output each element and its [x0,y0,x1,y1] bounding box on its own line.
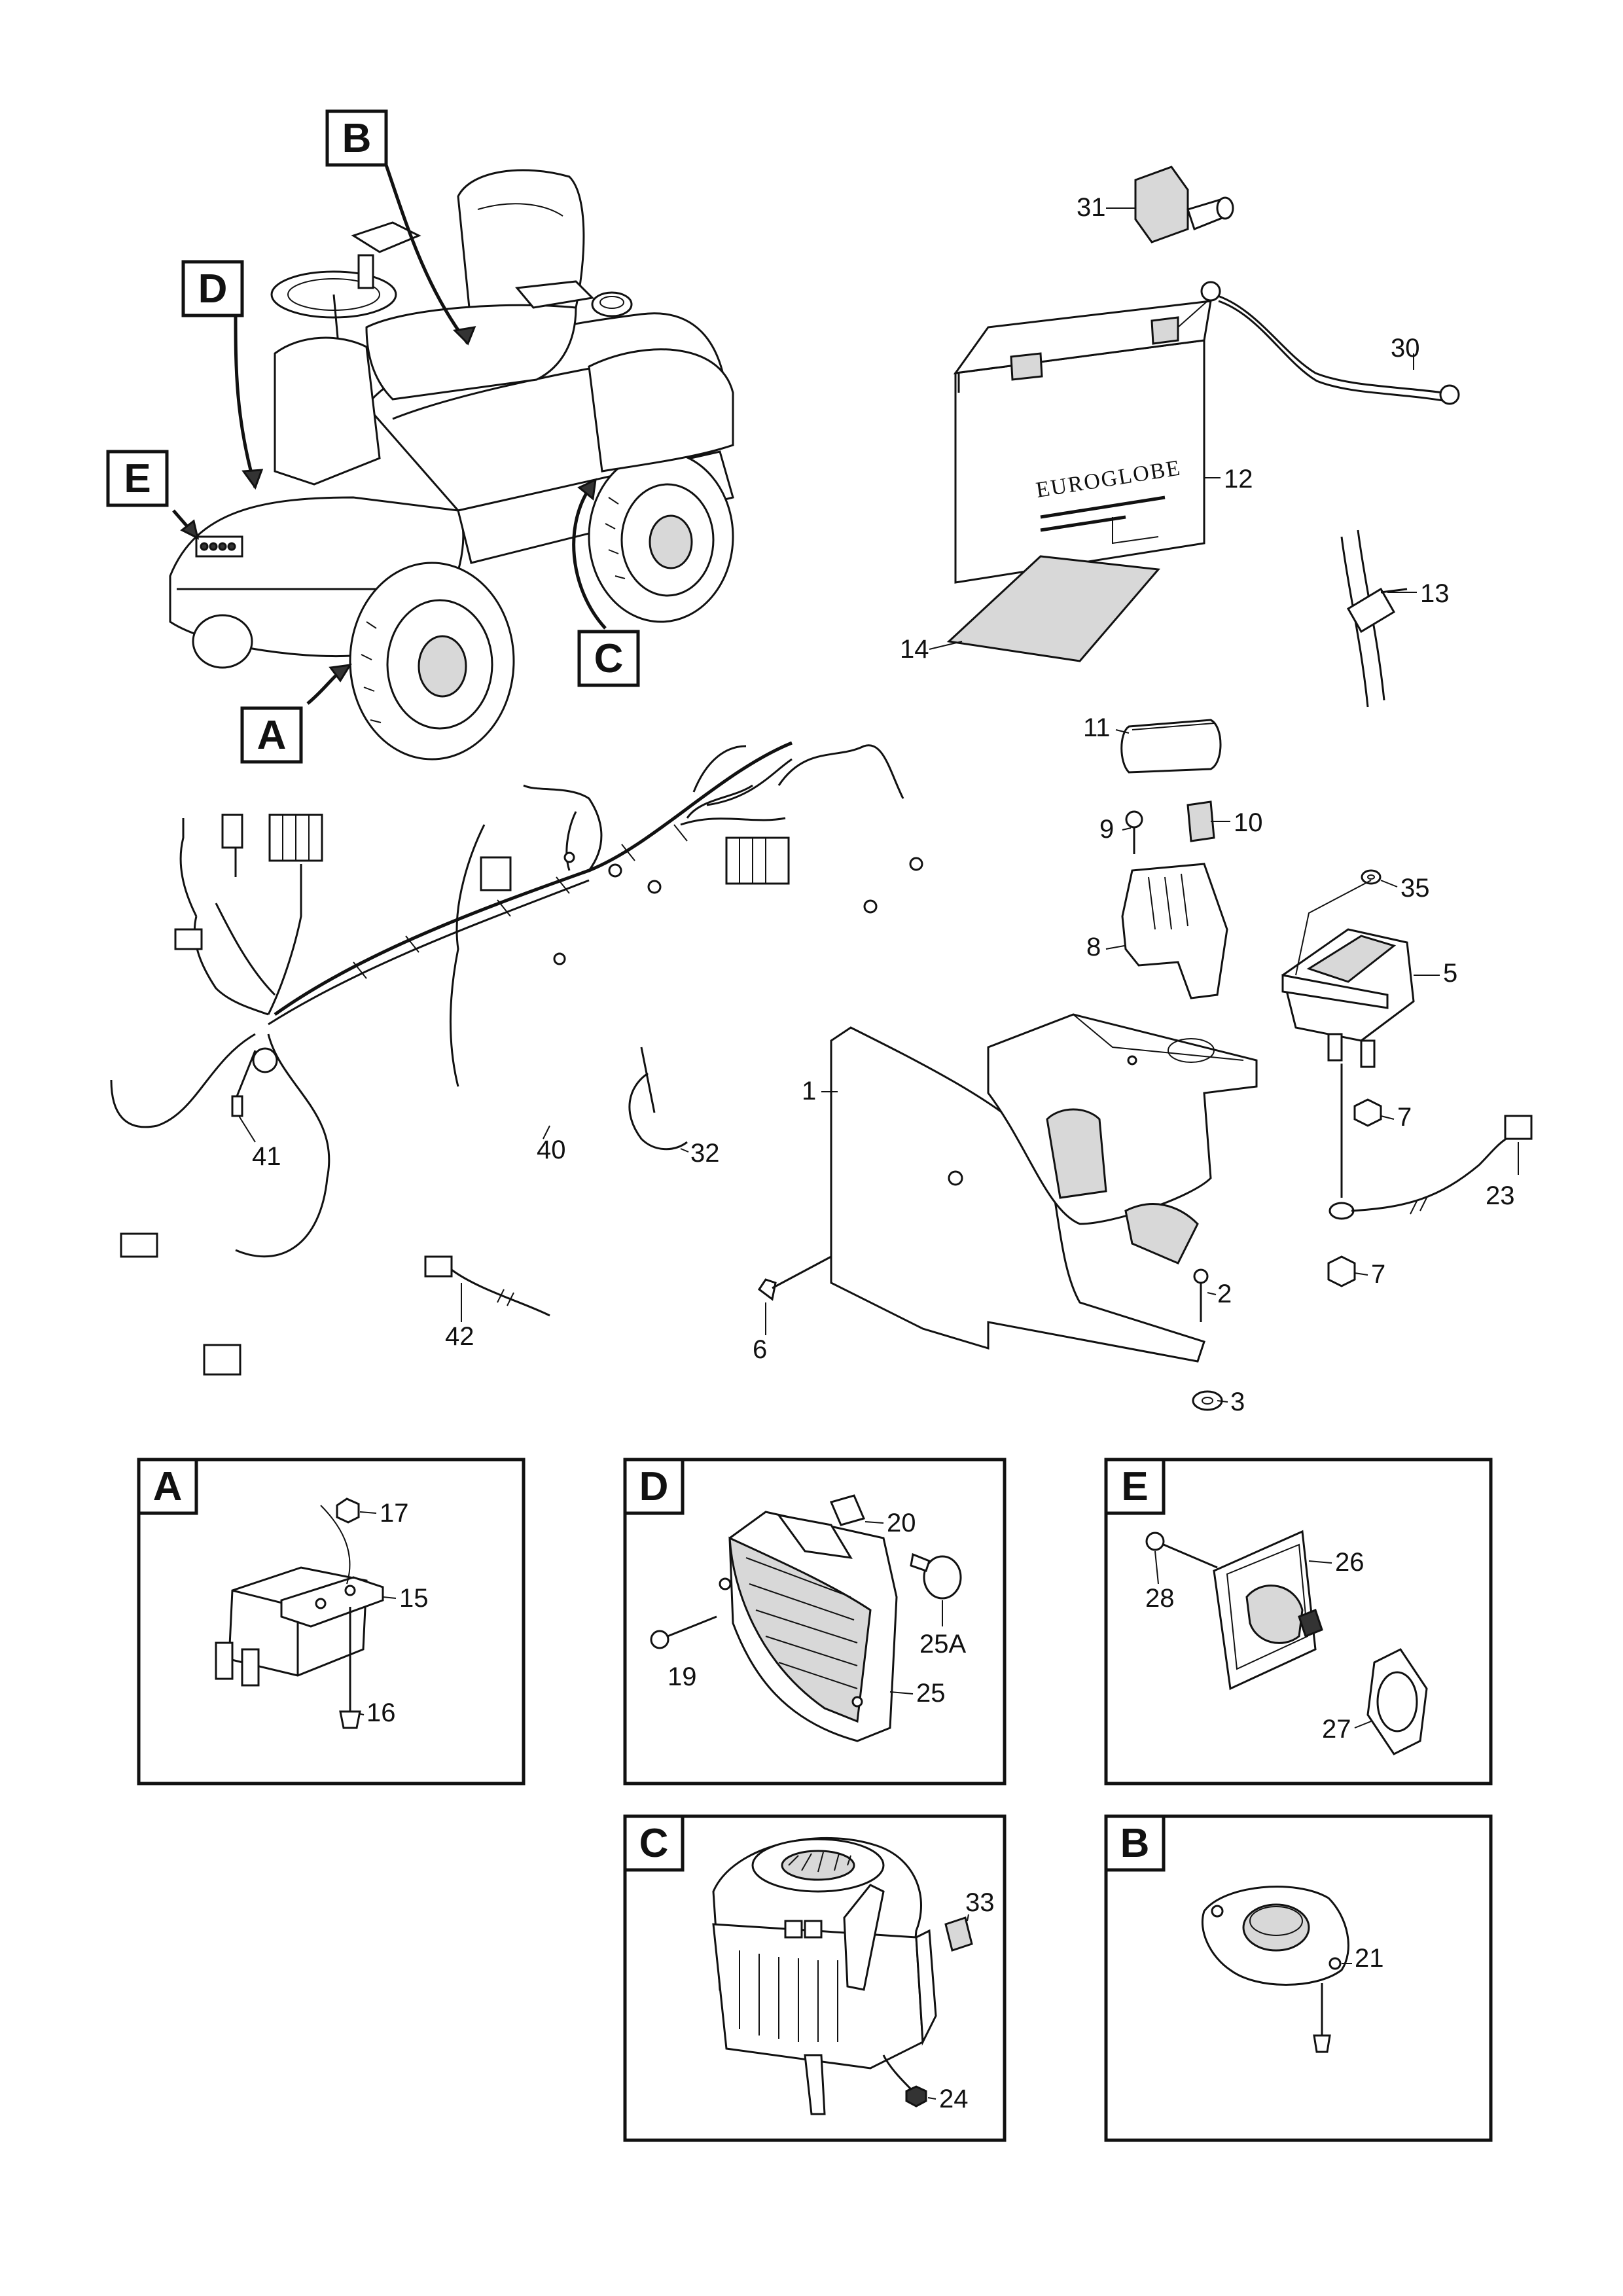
headlight-25 [719,1511,898,1742]
fuse-cover-11 [1120,719,1222,774]
cable-tie-32 [628,1047,688,1151]
part-label-25: 25 [916,1679,946,1708]
part-label-28: 28 [1145,1584,1175,1613]
part-label-9: 9 [1099,815,1114,844]
part-label-1: 1 [802,1077,816,1105]
part-label-15: 15 [399,1584,429,1613]
callout-box-a: A [240,706,303,764]
part-label-14: 14 [900,635,929,664]
screw-9 [1125,810,1143,854]
part-label-13: 13 [1420,579,1450,608]
battery-12: EUROGLOBE [953,300,1212,584]
relay-15 [215,1505,384,1687]
screw-28 [1145,1532,1218,1569]
detail-panel-label-a: A [153,1464,183,1509]
wiring-harness-40 [110,741,923,1376]
nut-7-lower [1327,1255,1356,1287]
wire-extension-41 [231,1047,278,1117]
part-label-17: 17 [380,1499,409,1528]
part-number-labels: 31 30 12 13 14 11 9 10 35 8 5 1 7 23 2 7… [252,193,1515,1416]
part-label-32: 32 [690,1139,720,1168]
part-label-21: 21 [1355,1944,1384,1973]
detail-panel-label-b: B [1120,1821,1150,1866]
battery-connector-31 [1134,166,1234,243]
callout-box-d: D [181,260,244,317]
detail-panel-e: E 26 28 27 [1104,1458,1493,1785]
nut-24 [905,2085,927,2108]
detail-panel-a: A 17 15 16 [137,1458,526,1785]
screw-19 [650,1615,717,1649]
fuse-10 [1186,800,1215,842]
part-label-10: 10 [1234,808,1263,837]
part-label-23: 23 [1486,1181,1515,1210]
battery-pad-14 [946,555,1160,662]
part-label-7-lower: 7 [1371,1260,1385,1289]
part-label-25a: 25A [919,1630,966,1659]
part-label-6: 6 [753,1335,767,1364]
callout-label-c: C [594,636,624,681]
clip-20 [829,1494,866,1526]
relay-5 [1281,880,1415,1068]
detail-panel-c: C 33 24 [623,1814,1007,2142]
detail-panel-label-c: C [639,1821,669,1866]
ground-cable-23 [1329,1064,1533,1220]
callout-label-d: D [198,266,228,312]
nut-17 [336,1498,360,1524]
screw-2 [1193,1268,1209,1322]
callout-box-b: B [325,109,388,167]
part-label-8: 8 [1086,933,1101,961]
part-label-31: 31 [1077,193,1106,222]
part-label-20: 20 [887,1509,916,1537]
leader-lines [238,207,1519,1403]
ride-on-mower-illustration [169,169,734,761]
part-label-40: 40 [537,1136,566,1164]
callout-box-c: C [577,630,640,687]
screw-16 [339,1607,361,1729]
screw-6 [757,1255,832,1301]
detail-panel-label-e: E [1121,1464,1148,1509]
detail-panel-label-d: D [639,1464,669,1509]
callout-box-e: E [106,450,169,507]
part-label-27: 27 [1322,1715,1351,1744]
part-label-19: 19 [668,1662,697,1691]
connector-33 [944,1916,973,1952]
callout-label-b: B [342,116,372,161]
bulb-25a [910,1552,962,1600]
part-label-42: 42 [445,1322,474,1351]
engine-illustration [712,1837,937,2115]
part-label-33: 33 [965,1888,995,1917]
part-label-12: 12 [1224,465,1253,493]
gasket-27 [1366,1648,1428,1755]
part-label-41: 41 [252,1142,281,1171]
part-label-24: 24 [939,2085,969,2113]
wire-42 [424,1255,550,1317]
callout-label-e: E [124,456,151,501]
fuse-holder-8 [1121,863,1228,999]
detail-panel-d: D 20 25A 19 25 [623,1458,1007,1785]
ignition-switch-26 [1213,1530,1323,1691]
nut-7-upper [1353,1098,1382,1127]
mounting-bracket-1 [830,1013,1258,1363]
battery-strap-13 [1340,529,1408,708]
part-label-5: 5 [1443,959,1457,988]
part-label-16: 16 [366,1698,396,1727]
detail-panel-b: B 21 [1104,1814,1493,2142]
callout-arrows [172,164,607,705]
battery-cable-30 [1177,281,1460,405]
part-label-7-upper: 7 [1397,1103,1412,1132]
washer-35 [1361,869,1382,885]
part-label-2: 2 [1217,1280,1232,1308]
part-label-35: 35 [1400,874,1430,903]
part-label-11: 11 [1083,713,1111,742]
part-label-3: 3 [1230,1388,1245,1416]
part-label-26: 26 [1335,1548,1364,1577]
seat-switch-21 [1201,1886,1349,2053]
callout-label-a: A [257,713,287,758]
part-label-30: 30 [1391,334,1420,363]
